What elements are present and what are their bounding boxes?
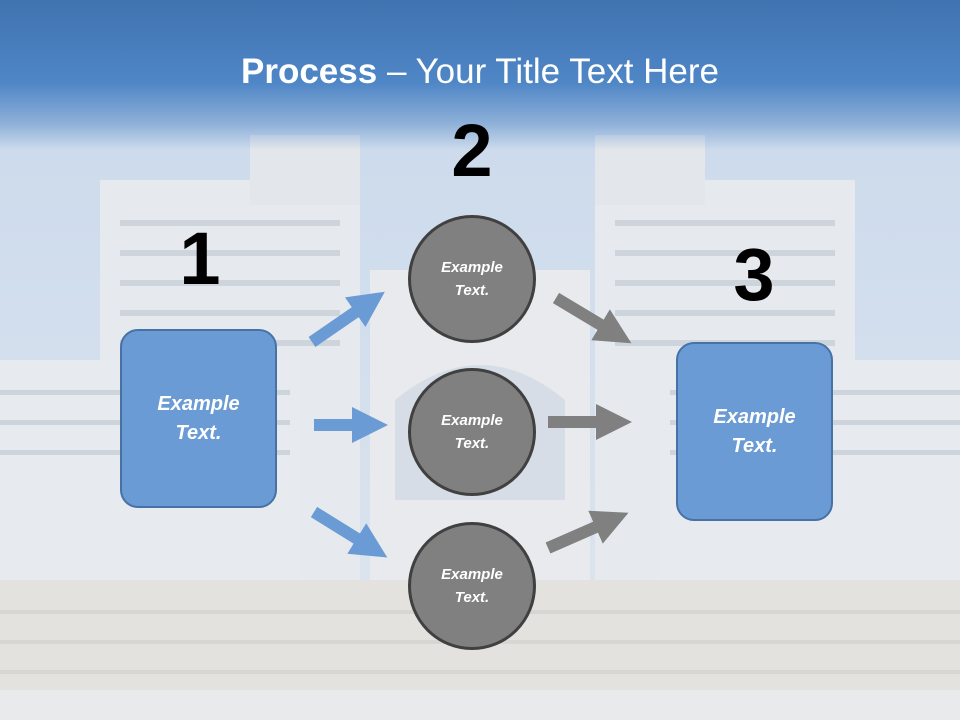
circle-middle-label: Example Text. [441, 412, 503, 452]
title-bar [0, 0, 960, 150]
title-rest: – Your Title Text Here [377, 52, 719, 91]
step-number-1: 1 [179, 217, 221, 300]
circle-bottom[interactable]: Example Text. [408, 522, 536, 650]
circle-top[interactable]: Example Text. [408, 215, 536, 343]
step-number-2: 2 [451, 109, 493, 192]
title-bold: Process [241, 52, 378, 91]
arrow-top-to-right [552, 292, 632, 344]
box-step-3-label: Example Text. [713, 405, 796, 457]
box-step-1-label: Example Text. [157, 392, 240, 444]
circle-bottom-label: Example Text. [441, 566, 503, 606]
arrow-left-to-top [308, 291, 385, 347]
arrow-bottom-to-right [545, 510, 629, 554]
box-step-3[interactable]: Example Text. [676, 342, 833, 521]
circle-top-label: Example Text. [441, 259, 503, 299]
slide-title: Process – Your Title Text Here [0, 52, 960, 92]
circle-middle[interactable]: Example Text. [408, 368, 536, 496]
arrow-left-to-bottom [310, 506, 388, 558]
box-step-1[interactable]: Example Text. [120, 329, 277, 508]
step-number-3: 3 [733, 233, 775, 316]
